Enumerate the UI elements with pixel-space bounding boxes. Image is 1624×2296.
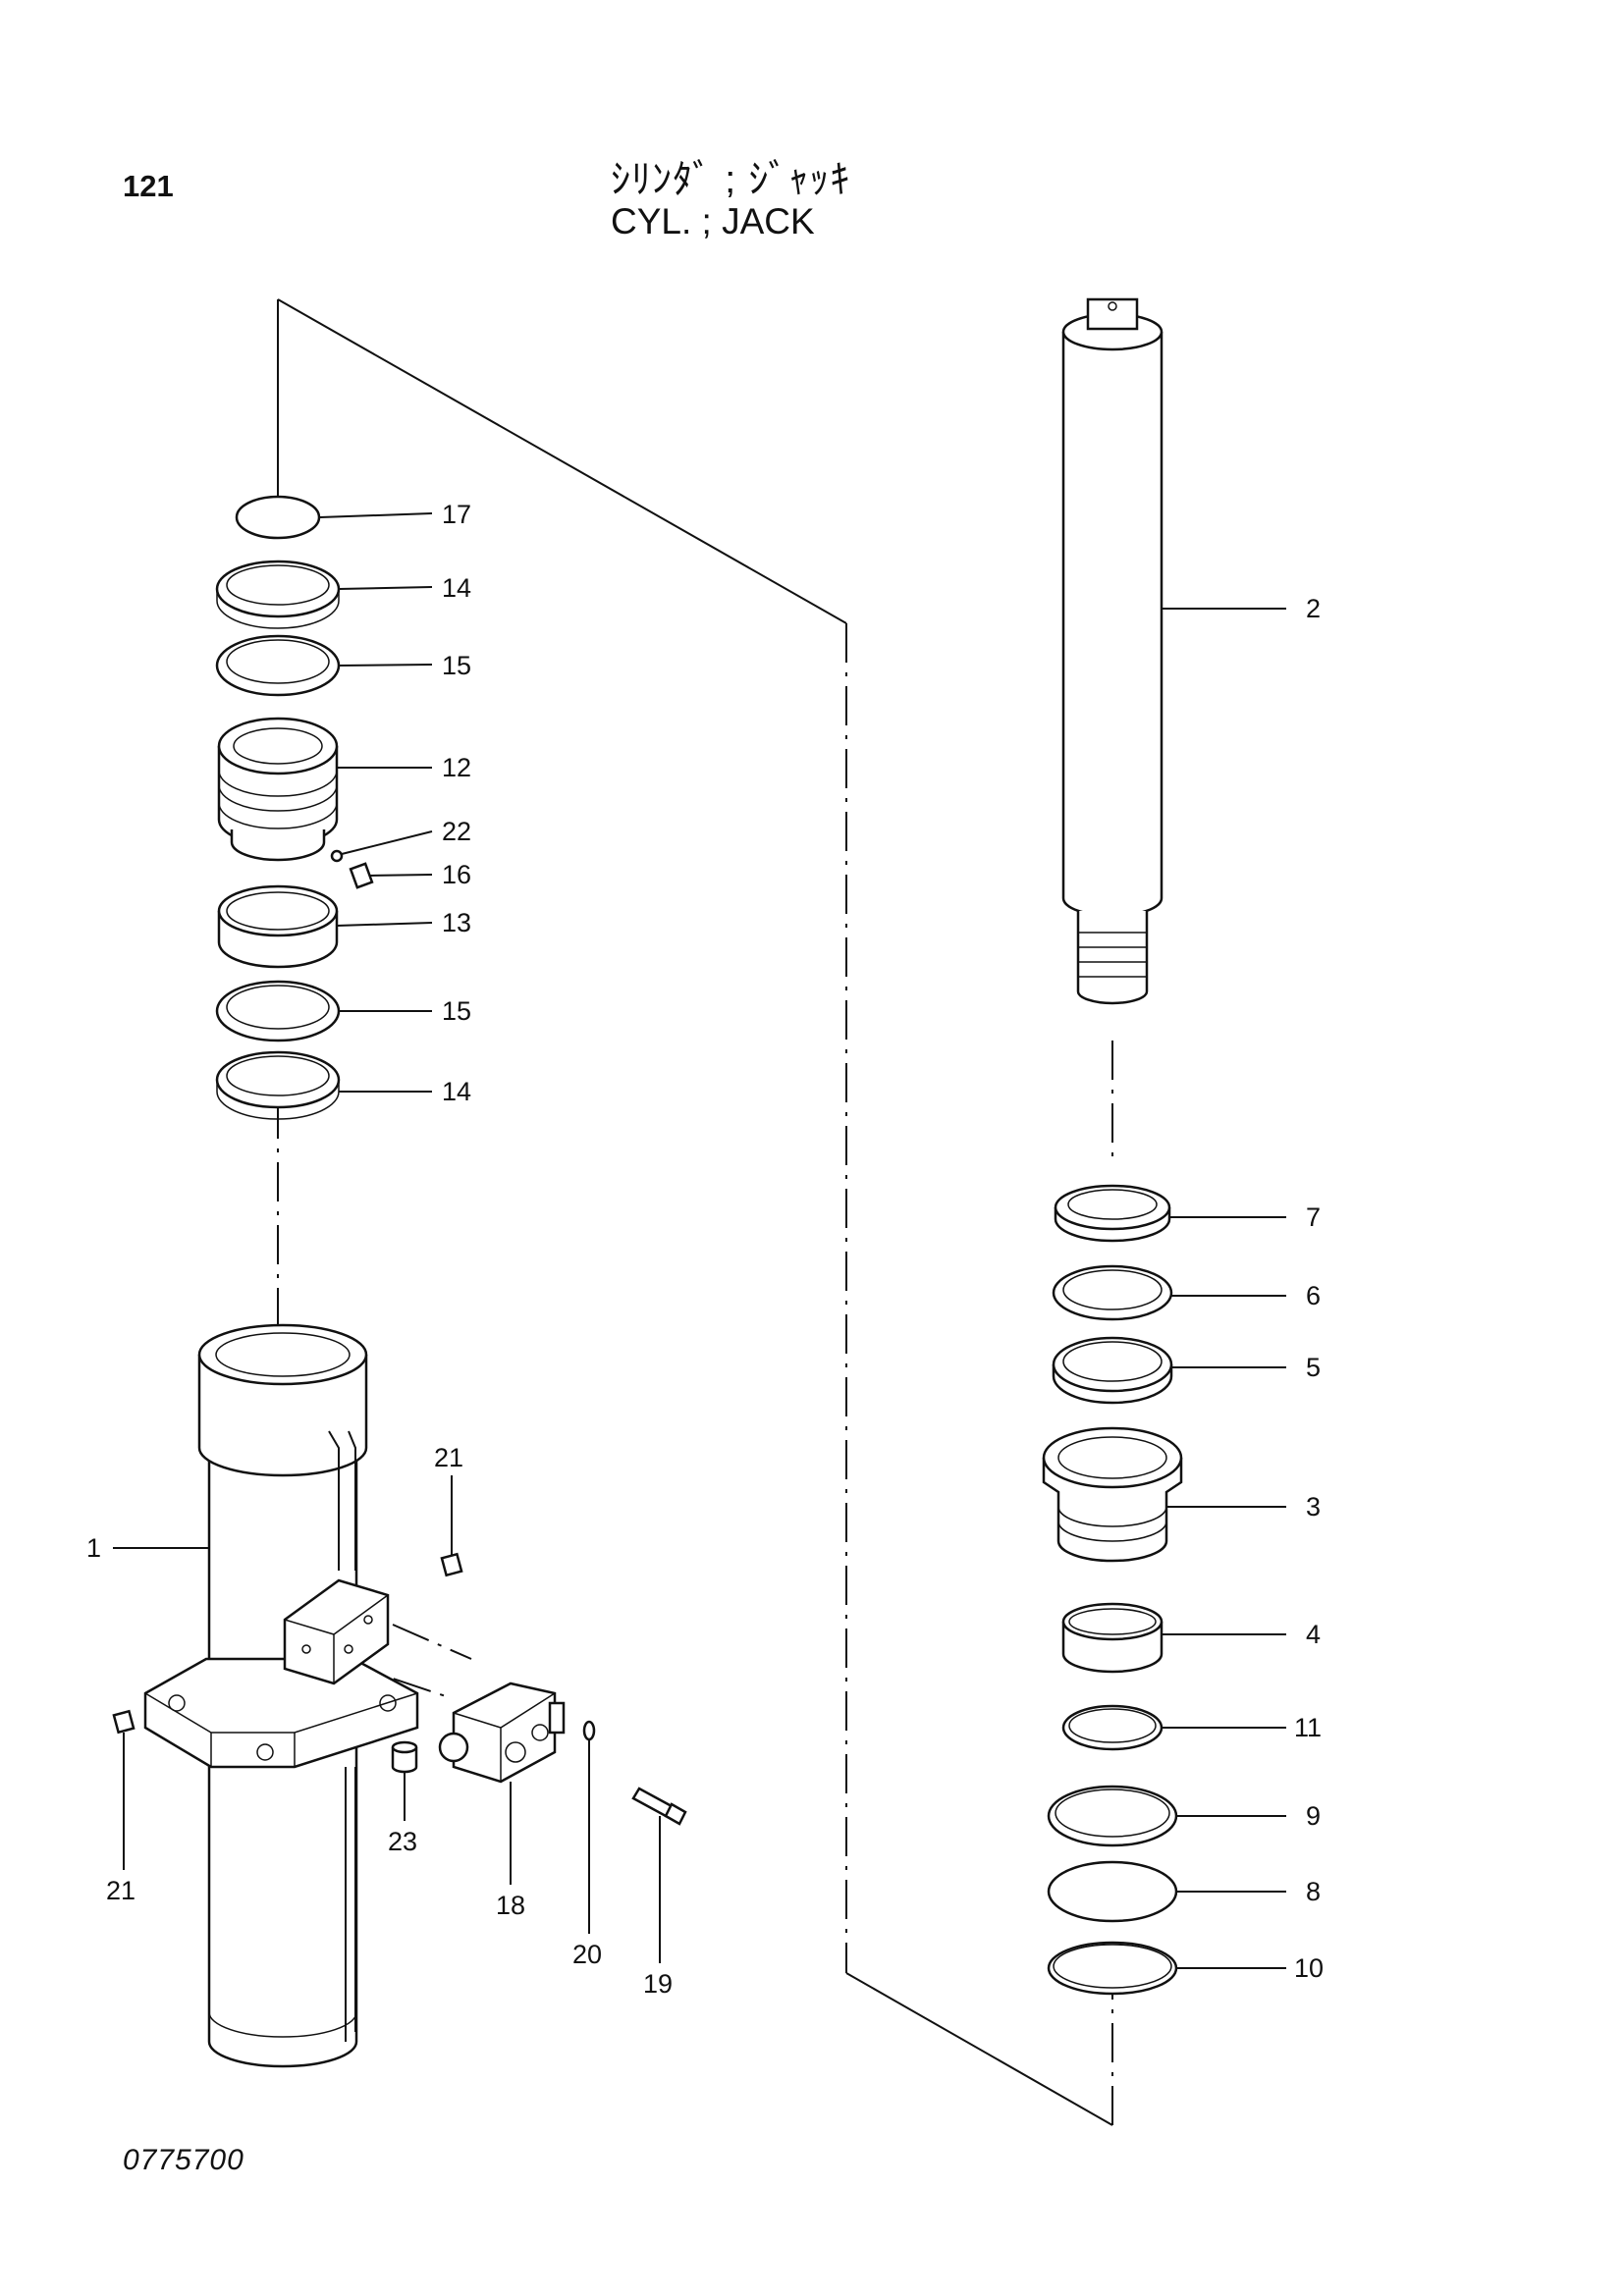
valve-block <box>283 1578 390 1685</box>
part-15-ring-upper <box>215 634 341 697</box>
callout-18: 18 <box>496 1891 525 1920</box>
callout-labels: 17 14 15 12 22 16 13 15 14 2 7 6 5 3 4 1… <box>86 500 1324 1999</box>
callout-21: 21 <box>106 1876 135 1905</box>
part-4-bushing <box>1061 1602 1164 1674</box>
part-8-ring <box>1047 1860 1178 1923</box>
callout-20: 20 <box>572 1940 602 1969</box>
callout-19: 19 <box>643 1969 673 1999</box>
callout-4: 4 <box>1306 1620 1321 1649</box>
drawing-code: 0775700 <box>123 2144 244 2176</box>
callout-23: 23 <box>388 1827 417 1856</box>
callout-5: 5 <box>1306 1353 1321 1382</box>
part-2-piston-rod <box>1061 297 1164 1005</box>
callout-17: 17 <box>442 500 471 529</box>
part-10-ring <box>1047 1941 1178 1996</box>
callout-13: 13 <box>442 908 471 937</box>
callout-1: 1 <box>86 1533 101 1563</box>
callout-15: 15 <box>442 651 471 680</box>
callout-11: 11 <box>1294 1713 1322 1742</box>
callout-7: 7 <box>1306 1202 1321 1232</box>
callout-3: 3 <box>1306 1492 1321 1522</box>
callout-8: 8 <box>1306 1877 1321 1906</box>
part-16-set-screw <box>349 862 374 889</box>
callout-14: 14 <box>442 573 471 603</box>
part-20-washer <box>582 1720 596 1741</box>
callout-6: 6 <box>1306 1281 1321 1310</box>
part-14-seal-lower <box>215 1050 341 1120</box>
part-3-gland <box>1042 1426 1183 1563</box>
part-21-plug-upper <box>440 1552 463 1577</box>
callout-9: 9 <box>1306 1801 1321 1831</box>
part-19-bolt <box>631 1787 687 1826</box>
part-23-plug <box>391 1740 418 1774</box>
callout-2: 2 <box>1306 594 1321 623</box>
callout-16: 16 <box>442 860 471 889</box>
part-5-seal <box>1052 1336 1173 1405</box>
part-13-wear-ring <box>217 884 339 969</box>
assembly-guide-lines <box>277 298 1113 2126</box>
part-1-cylinder-tube <box>143 1323 419 2068</box>
callout-21: 21 <box>434 1443 463 1472</box>
part-7-bushing <box>1054 1184 1171 1243</box>
part-15-ring-lower <box>215 980 341 1042</box>
callout-22: 22 <box>442 817 471 846</box>
part-22-ball <box>330 849 344 863</box>
part-17-o-ring <box>235 495 321 540</box>
part-6-ring <box>1052 1264 1173 1321</box>
callout-14: 14 <box>442 1077 471 1106</box>
part-9-ring <box>1047 1785 1178 1847</box>
part-11-ring <box>1061 1704 1164 1751</box>
leader-lines <box>113 512 1286 1969</box>
part-21-plug-lower <box>112 1709 135 1735</box>
callout-12: 12 <box>442 753 471 782</box>
part-18-check-valve <box>438 1682 566 1784</box>
callout-15: 15 <box>442 996 471 1026</box>
title-english: CYL. ; JACK <box>611 201 815 241</box>
callout-10: 10 <box>1294 1953 1324 1983</box>
part-14-seal-upper <box>215 560 341 629</box>
page-number: 121 <box>123 169 174 203</box>
title-japanese: ｼﾘﾝﾀﾞ ; ｼﾞｬｯｷ <box>611 158 851 201</box>
part-12-piston <box>217 717 339 862</box>
